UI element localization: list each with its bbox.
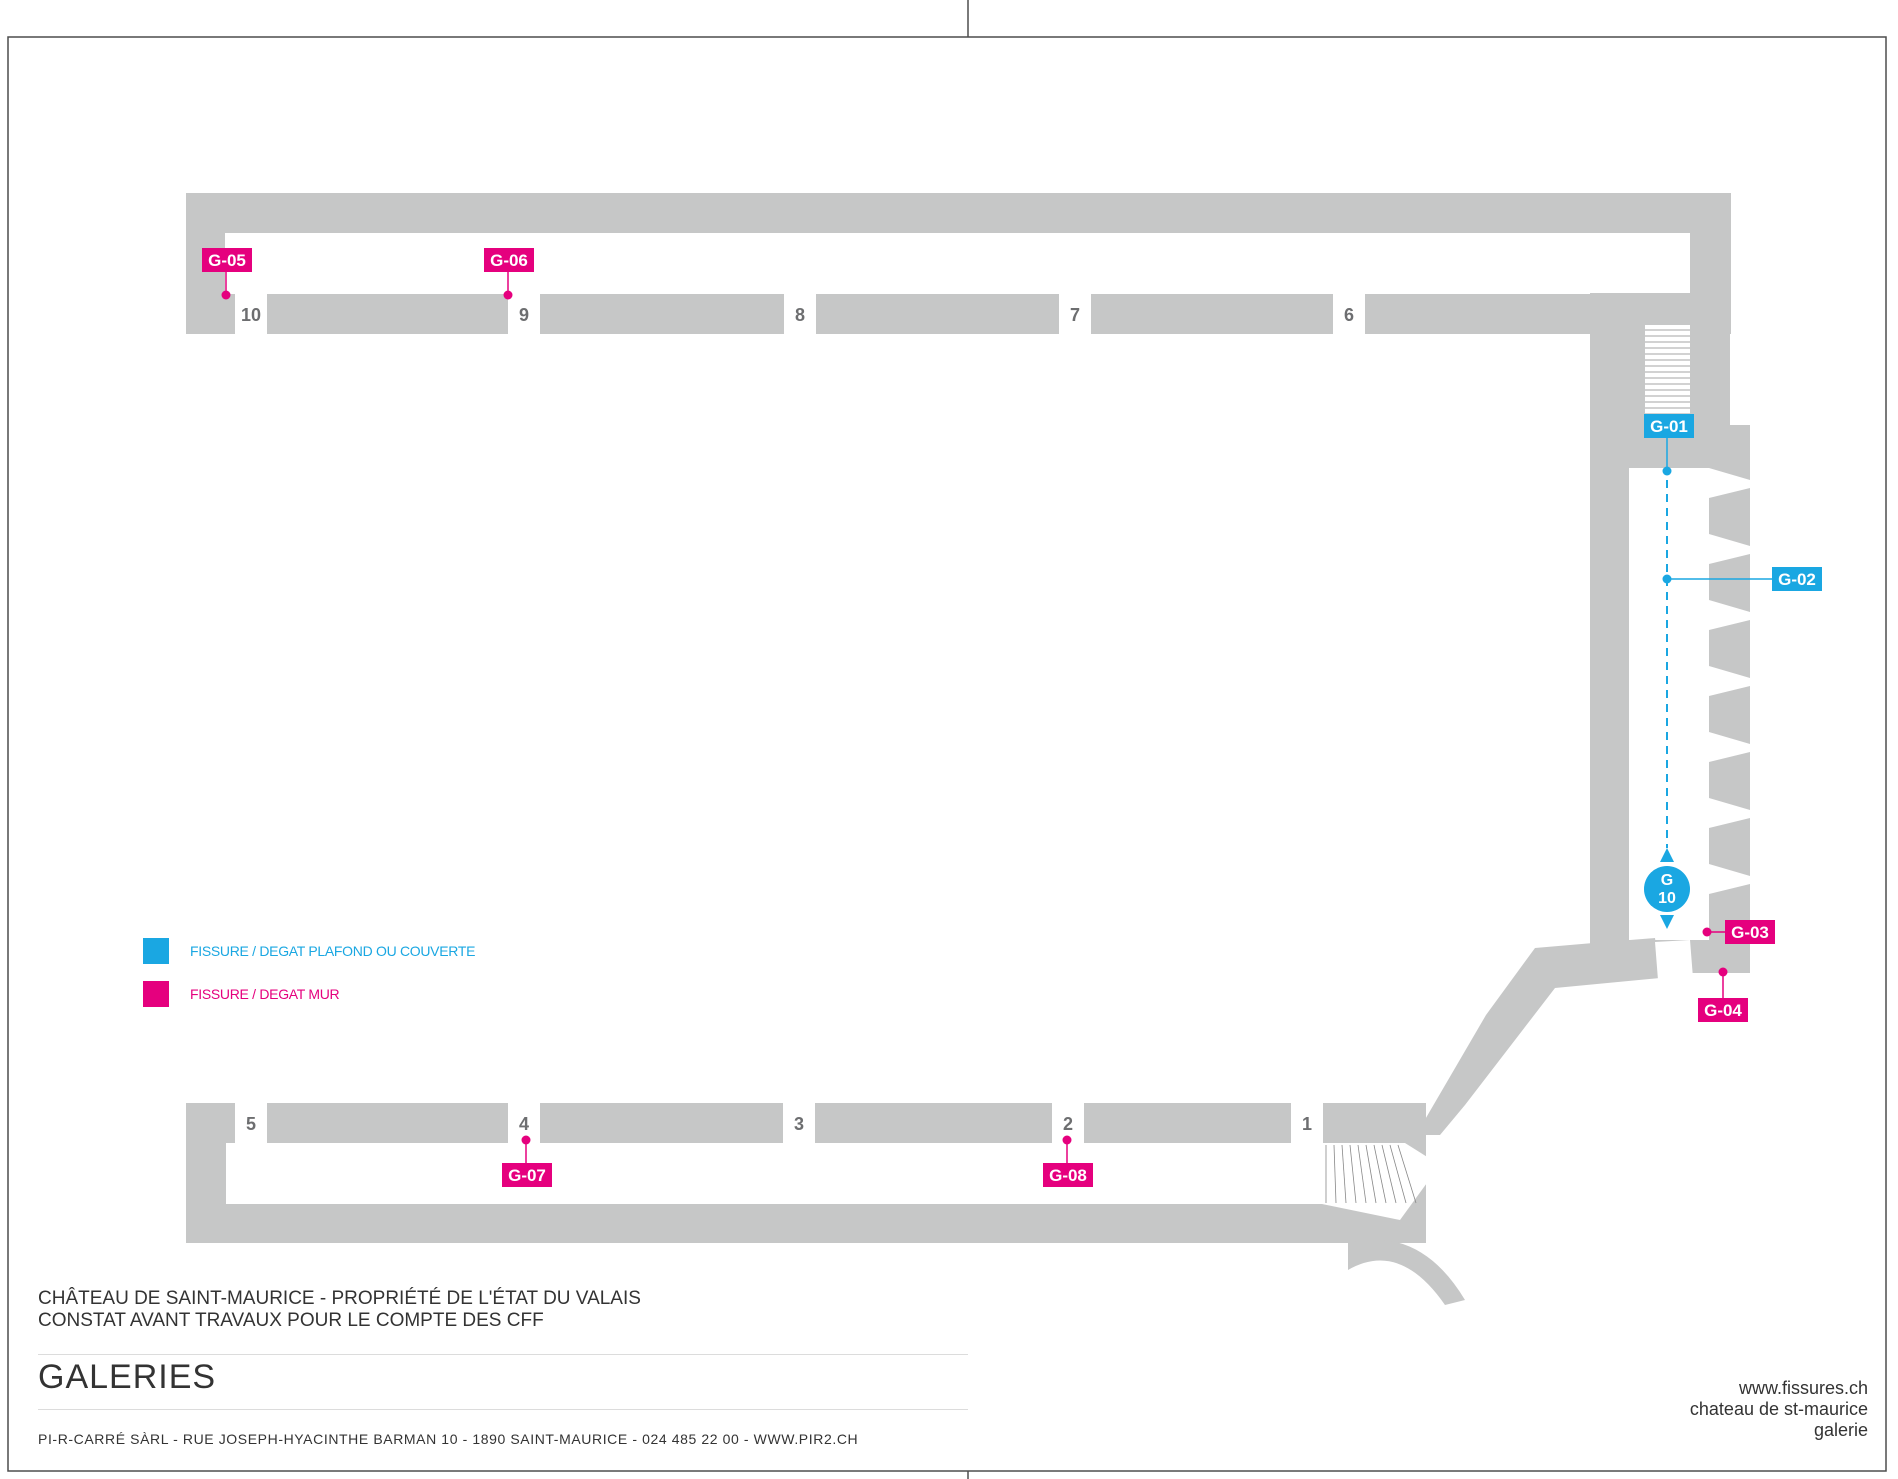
- title-block-footer: PI-R-CARRÉ SÀRL - RUE JOSEPH-HYACINTHE B…: [38, 1431, 859, 1447]
- opening-box: [1291, 1103, 1323, 1143]
- marker-dot: [521, 1135, 531, 1145]
- opening-box: [783, 1103, 815, 1143]
- marker-g04[interactable]: G-04: [1698, 967, 1748, 1023]
- g10-label-line1: G: [1661, 872, 1673, 889]
- marker-g03[interactable]: G-03: [1702, 920, 1776, 944]
- marker-label: G-01: [1650, 417, 1688, 436]
- marker-dot: [1662, 466, 1672, 476]
- marker-g01[interactable]: G-01: [1644, 414, 1694, 476]
- legend-wall-label: FISSURE / DEGAT MUR: [190, 986, 340, 1002]
- title-block-rule-top: [38, 1354, 968, 1355]
- marker-label: G-02: [1778, 570, 1816, 589]
- arrow-up: [1660, 848, 1674, 862]
- g10-label-line2: 10: [1658, 890, 1676, 907]
- opening-number: 3: [794, 1114, 804, 1134]
- opening-1: 1: [1291, 1103, 1323, 1143]
- marker-badge: [1725, 920, 1775, 944]
- opening-number: 9: [519, 305, 529, 325]
- opening-number: 5: [246, 1114, 256, 1134]
- marker-label: G-07: [508, 1166, 546, 1185]
- sheet-frame: [7, 36, 1887, 1472]
- marker-dot: [221, 290, 231, 300]
- marker-g06[interactable]: G-06: [484, 248, 534, 300]
- opening-box: [784, 294, 816, 334]
- title-block-line1: CHÂTEAU DE SAINT-MAURICE - PROPRIÉTÉ DE …: [38, 1288, 641, 1309]
- opening-6: 6: [1333, 294, 1365, 334]
- opening-box: [508, 294, 540, 334]
- marker-dot: [1702, 927, 1712, 937]
- opening-5: 5: [235, 1103, 267, 1143]
- opening-number: 6: [1344, 305, 1354, 325]
- upper-gallery-inner-wall: [235, 294, 1645, 334]
- legend-ceiling-label: FISSURE / DEGAT PLAFOND OU COUVERTE: [190, 943, 476, 959]
- opening-number: 1: [1302, 1114, 1312, 1134]
- marker-label: G-04: [1704, 1001, 1742, 1020]
- marker-g05[interactable]: G-05: [202, 248, 252, 300]
- legend-ceiling: FISSURE / DEGAT PLAFOND OU COUVERTE: [190, 938, 475, 964]
- marker-g10[interactable]: G10: [1644, 480, 1690, 929]
- marker-g02[interactable]: G-02: [1662, 567, 1823, 591]
- marker-badge: [202, 248, 252, 272]
- g10-bubble: [1644, 866, 1690, 912]
- opening-box: [235, 294, 267, 334]
- marker-label: G-06: [490, 251, 528, 270]
- marker-badge: [1644, 414, 1694, 438]
- opening-number: 2: [1063, 1114, 1073, 1134]
- marker-badge: [502, 1163, 552, 1187]
- east-stairs: [1645, 325, 1690, 425]
- opening-box: [1059, 294, 1091, 334]
- upper-gallery-corridor: [225, 233, 1690, 294]
- entrance-arch: [1348, 1239, 1465, 1305]
- marker-badge: [1772, 567, 1822, 591]
- marker-dot: [1062, 1135, 1072, 1145]
- title-block-rule-bottom: [38, 1409, 968, 1410]
- opening-number: 7: [1070, 305, 1080, 325]
- marker-badge: [1698, 998, 1748, 1022]
- opening-number: 8: [795, 305, 805, 325]
- marker-badge: [1043, 1163, 1093, 1187]
- legend-wall-swatch: [143, 981, 169, 1007]
- site-url[interactable]: www.fissures.ch: [1738, 1378, 1868, 1398]
- marker-badge: [484, 248, 534, 272]
- lower-gallery-corridor: [226, 1143, 1401, 1204]
- connector-wall: [1416, 938, 1660, 1135]
- opening-3: 3: [783, 1103, 815, 1143]
- marker-dot: [1718, 967, 1728, 977]
- site-name: chateau de st-maurice: [1689, 1399, 1868, 1419]
- opening-number: 10: [241, 305, 261, 325]
- opening-box: [1333, 294, 1365, 334]
- opening-8: 8: [784, 294, 816, 334]
- marker-label: G-05: [208, 251, 246, 270]
- opening-number: 4: [519, 1114, 529, 1134]
- marker-label: G-08: [1049, 1166, 1087, 1185]
- marker-dot: [503, 290, 513, 300]
- opening-10: 10: [235, 294, 267, 334]
- legend-ceiling-swatch: [143, 938, 169, 964]
- opening-9: 9: [508, 294, 540, 334]
- title-block-line2: CONSTAT AVANT TRAVAUX POUR LE COMPTE DES…: [38, 1310, 544, 1331]
- marker-g08[interactable]: G-08: [1043, 1135, 1093, 1188]
- site-info: www.fissures.ch chateau de st-maurice ga…: [1690, 1378, 1868, 1441]
- page-title: GALERIES: [38, 1358, 217, 1396]
- marker-label: G-03: [1731, 923, 1769, 942]
- opening-7: 7: [1059, 294, 1091, 334]
- site-section: galerie: [1813, 1420, 1868, 1440]
- threshold: [1655, 940, 1693, 980]
- legend-wall: FISSURE / DEGAT MUR: [190, 981, 340, 1007]
- marker-g07[interactable]: G-07: [502, 1135, 552, 1188]
- opening-box: [235, 1103, 267, 1143]
- arrow-down: [1660, 915, 1674, 929]
